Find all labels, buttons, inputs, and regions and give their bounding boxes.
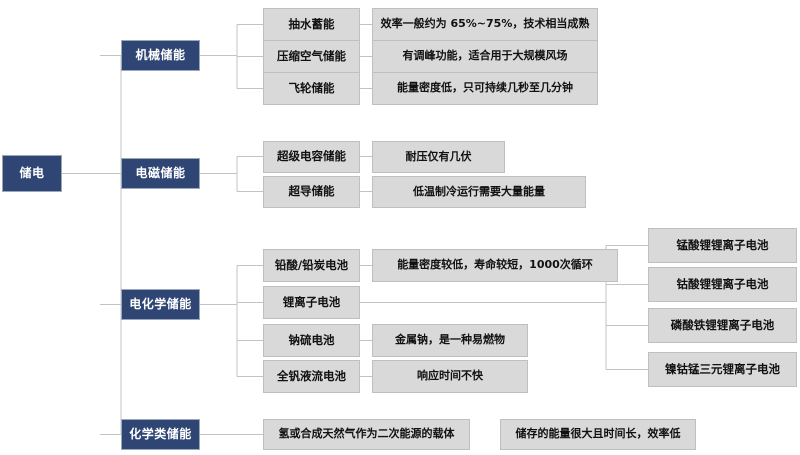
desc-text-sodium-sulfur: 金属钠，是一种易燃物 [395, 333, 505, 347]
leaf-node-lithium-ion[interactable]: 锂离子电池 [263, 286, 360, 319]
leaf-label-vanadium-flow: 全钒液流电池 [277, 368, 346, 383]
desc-box-lead-acid: 能量密度较低，寿命较短，1000次循环 [372, 249, 618, 282]
leaf-node-lfp-battery[interactable]: 磷酸铁锂锂离子电池 [648, 308, 797, 343]
leaf-node-caes[interactable]: 压缩空气储能 [263, 40, 360, 73]
desc-text-pumped-hydro: 效率一般约为 65%~75%，技术相当成熟 [380, 17, 590, 31]
leaf-node-lmo-battery[interactable]: 锰酸锂锂离子电池 [648, 228, 797, 263]
desc-text-lead-acid: 能量密度较低，寿命较短，1000次循环 [397, 258, 593, 272]
leaf-label-lmo-battery: 锰酸锂锂离子电池 [676, 237, 769, 252]
desc-box-vanadium-flow: 响应时间不快 [372, 360, 528, 393]
branch-label-mechanical: 机械储能 [135, 47, 186, 62]
desc-box-sodium-sulfur: 金属钠，是一种易燃物 [372, 324, 528, 357]
leaf-node-vanadium-flow[interactable]: 全钒液流电池 [263, 360, 360, 393]
leaf-node-smes[interactable]: 超导储能 [263, 176, 360, 208]
leaf-label-pumped-hydro: 抽水蓄能 [288, 16, 335, 31]
branch-node-mechanical[interactable]: 机械储能 [121, 40, 200, 71]
leaf-label-lco-battery: 钴酸锂锂离子电池 [676, 276, 769, 291]
leaf-node-lco-battery[interactable]: 钴酸锂锂离子电池 [648, 267, 797, 302]
branch-label-chemical: 化学类储能 [129, 426, 192, 441]
leaf-label-ncm-battery: 镍钴锰三元锂离子电池 [665, 361, 780, 376]
desc-text-smes: 低温制冷运行需要大量能量 [413, 184, 545, 198]
desc-text-hydrogen-sng: 储存的能量很大且时间长，效率低 [515, 427, 681, 441]
leaf-node-supercapacitor[interactable]: 超级电容储能 [263, 141, 360, 173]
desc-text-supercapacitor: 耐压仅有几伏 [405, 149, 472, 163]
leaf-label-smes: 超导储能 [288, 184, 335, 199]
branch-label-electrochemical: 电化学储能 [129, 296, 192, 311]
leaf-label-lfp-battery: 磷酸铁锂锂离子电池 [670, 317, 775, 332]
leaf-label-hydrogen-sng: 氢或合成天然气作为二次能源的载体 [278, 427, 455, 441]
leaf-label-sodium-sulfur: 钠硫电池 [288, 332, 335, 347]
desc-text-caes: 有调峰功能，适合用于大规模风场 [402, 49, 568, 63]
branch-node-electrochemical[interactable]: 电化学储能 [121, 289, 200, 320]
desc-box-caes: 有调峰功能，适合用于大规模风场 [372, 40, 598, 73]
leaf-label-caes: 压缩空气储能 [277, 48, 346, 63]
branch-label-electromagnetic: 电磁储能 [135, 165, 186, 180]
desc-box-flywheel: 能量密度低，只可持续几秒至几分钟 [372, 72, 598, 105]
desc-text-vanadium-flow: 响应时间不快 [417, 369, 483, 383]
leaf-node-lead-acid[interactable]: 铅酸/铅炭电池 [263, 249, 360, 282]
leaf-node-sodium-sulfur[interactable]: 钠硫电池 [263, 324, 360, 357]
desc-box-supercapacitor: 耐压仅有几伏 [372, 141, 505, 173]
branch-node-chemical[interactable]: 化学类储能 [121, 419, 200, 450]
leaf-label-lithium-ion: 锂离子电池 [282, 294, 341, 309]
leaf-node-pumped-hydro[interactable]: 抽水蓄能 [263, 8, 360, 41]
leaf-label-supercapacitor: 超级电容储能 [277, 149, 346, 164]
leaf-node-hydrogen-sng[interactable]: 氢或合成天然气作为二次能源的载体 [263, 419, 470, 450]
leaf-label-lead-acid: 铅酸/铅炭电池 [274, 257, 349, 272]
desc-box-pumped-hydro: 效率一般约为 65%~75%，技术相当成熟 [372, 8, 598, 41]
root-node-dianchu[interactable]: 储电 [2, 155, 62, 192]
root-node-label: 储电 [19, 165, 45, 180]
desc-text-flywheel: 能量密度低，只可持续几秒至几分钟 [397, 81, 573, 95]
leaf-node-flywheel[interactable]: 飞轮储能 [263, 72, 360, 105]
leaf-node-ncm-battery[interactable]: 镍钴锰三元锂离子电池 [648, 352, 797, 387]
leaf-label-flywheel: 飞轮储能 [288, 80, 335, 95]
desc-box-smes: 低温制冷运行需要大量能量 [372, 176, 586, 208]
branch-node-electromagnetic[interactable]: 电磁储能 [121, 158, 200, 189]
desc-box-hydrogen-sng: 储存的能量很大且时间长，效率低 [500, 419, 696, 450]
